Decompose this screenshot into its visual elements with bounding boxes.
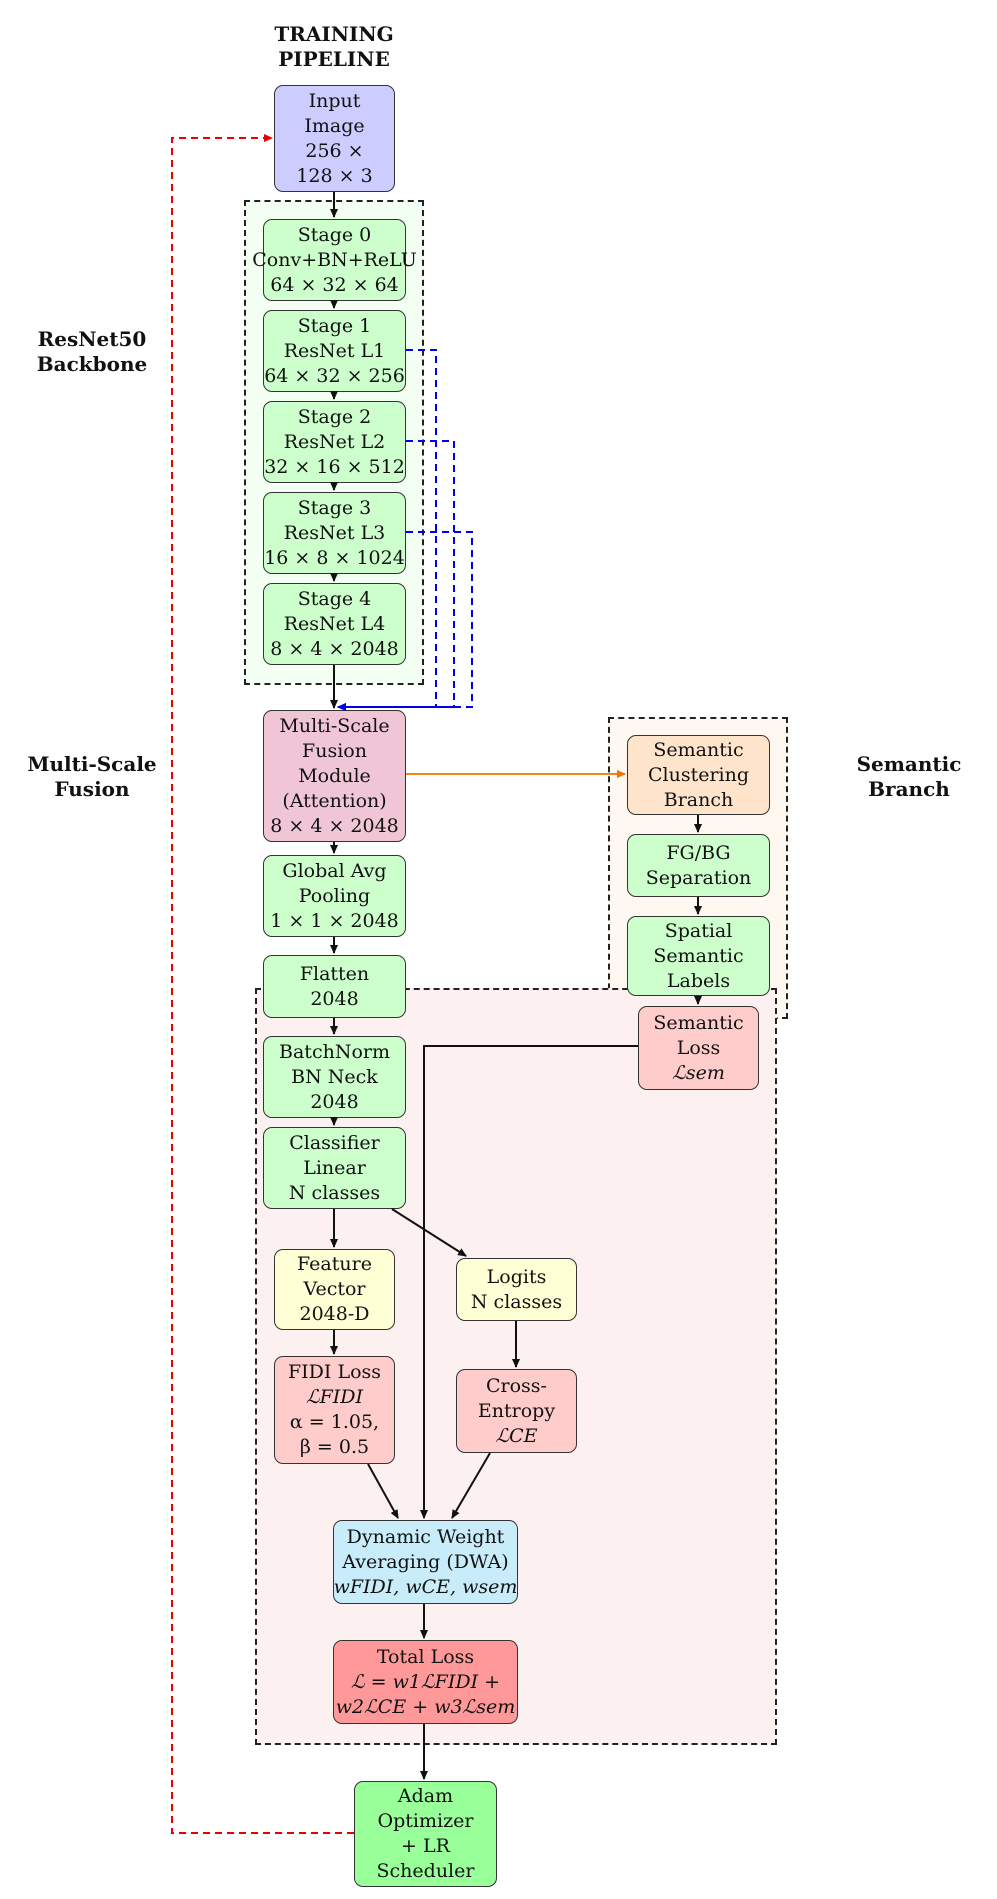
cross-entropy-node: Cross-Entropy ℒCE xyxy=(456,1369,577,1453)
